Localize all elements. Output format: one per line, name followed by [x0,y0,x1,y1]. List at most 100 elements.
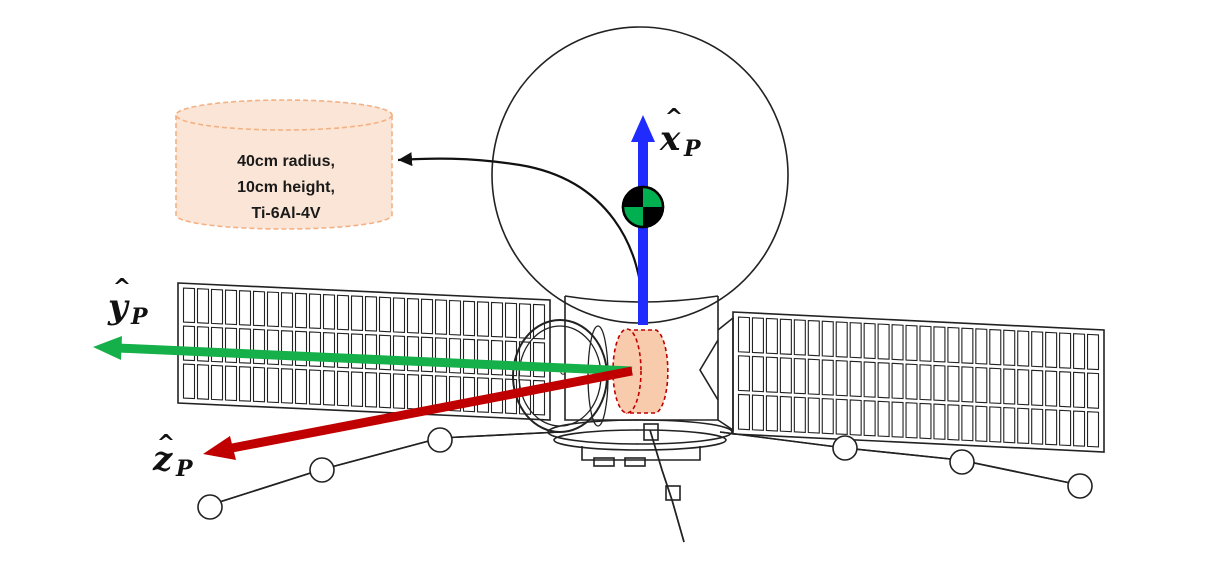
solar-cell [849,322,862,359]
solar-cell [252,290,266,327]
solar-cell [224,365,238,402]
svg-text:^: ^ [113,275,131,300]
solar-cell [919,364,932,401]
solar-cell [821,320,834,358]
solar-cell [877,400,890,438]
solar-cell [1059,409,1072,447]
solar-cell [406,373,420,410]
solar-cell [378,372,392,409]
callout-line-1: 40cm radius, [237,153,335,170]
solar-cell [1003,329,1016,367]
solar-cell [1073,410,1086,447]
solar-cell [961,327,974,364]
solar-cell [350,295,364,332]
solar-cell [1031,331,1044,368]
solar-cell [322,370,336,406]
solar-cell [1059,371,1072,408]
base-ring [547,419,733,467]
solar-cell [737,316,751,353]
solar-cell [224,289,238,326]
solar-cell [961,366,974,403]
solar-cell [420,298,434,335]
axis-z-label: ^ z P [152,431,194,482]
solar-cell [779,357,792,394]
solar-cell [1031,408,1044,445]
solar-cell [434,337,448,373]
solar-cell [532,303,546,340]
solar-cell [336,294,350,331]
axis-x [631,115,655,325]
solar-cell [182,363,196,400]
solar-cell [490,339,504,376]
solar-cell [891,324,904,361]
solar-cell [961,404,974,442]
solar-cell [364,371,378,408]
solar-cell [476,301,490,337]
solar-cell [835,321,848,358]
solar-cell [793,357,806,395]
axis-y-subscript: P [130,304,149,330]
axis-x-subscript: P [683,136,702,162]
axis-y-label: ^ y P [107,275,149,330]
leader-arrow [397,152,644,303]
solar-cell [1003,368,1016,405]
solar-cell [266,367,280,404]
solar-cell [210,288,224,325]
solar-cell [336,370,350,407]
solar-cell [891,401,904,438]
axis-x-letter: x [659,119,681,159]
solar-cell [308,369,322,406]
solar-cell [1086,411,1100,448]
solar-cell [975,405,988,442]
solar-cell [779,318,792,355]
solar-cell [821,359,834,396]
solar-cell [863,322,876,360]
solar-cell [238,290,252,326]
solar-cell [765,395,778,432]
solar-cell [196,288,210,324]
solar-cell [765,356,778,393]
solar-cell [490,301,504,338]
solar-cell [877,323,890,360]
solar-cell [751,355,764,393]
solar-cell [294,368,308,405]
solar-cell [807,358,820,395]
solar-cell [947,365,960,402]
axis-y-letter: y [107,287,130,327]
cg-marker-icon [621,185,665,229]
solar-cell [989,406,1002,443]
solar-cell [532,341,546,378]
solar-cell [1017,407,1030,445]
solar-cell [266,291,280,328]
solar-cell [196,364,210,400]
solar-cell [1086,333,1100,371]
callout-line-2: 10cm height, [237,179,335,196]
solar-cell [294,292,308,329]
solar-cell [947,404,960,441]
solar-cell [1017,330,1030,367]
solar-cell [863,361,876,398]
solar-cell [947,326,960,364]
solar-cell [280,368,294,404]
solar-cell [1073,333,1086,370]
solar-cell [835,398,848,436]
solar-cell [238,366,252,402]
solar-cell [919,402,932,440]
solar-cell [1045,409,1058,446]
solar-cell [905,402,918,439]
solar-cell [807,397,820,434]
solar-cell [350,371,364,408]
solar-cell [434,299,448,335]
solar-cell [476,339,490,375]
axis-z-letter: z [152,439,173,479]
solar-cell [933,326,946,363]
solar-cell [420,336,434,373]
callout-box: 40cm radius, 10cm height, Ti-6Al-4V [175,99,393,230]
solar-cell [751,394,764,431]
solar-cell [975,328,988,365]
solar-cell [849,360,862,398]
solar-cell [835,360,848,397]
axis-y [93,336,633,376]
solar-cell [933,364,946,402]
